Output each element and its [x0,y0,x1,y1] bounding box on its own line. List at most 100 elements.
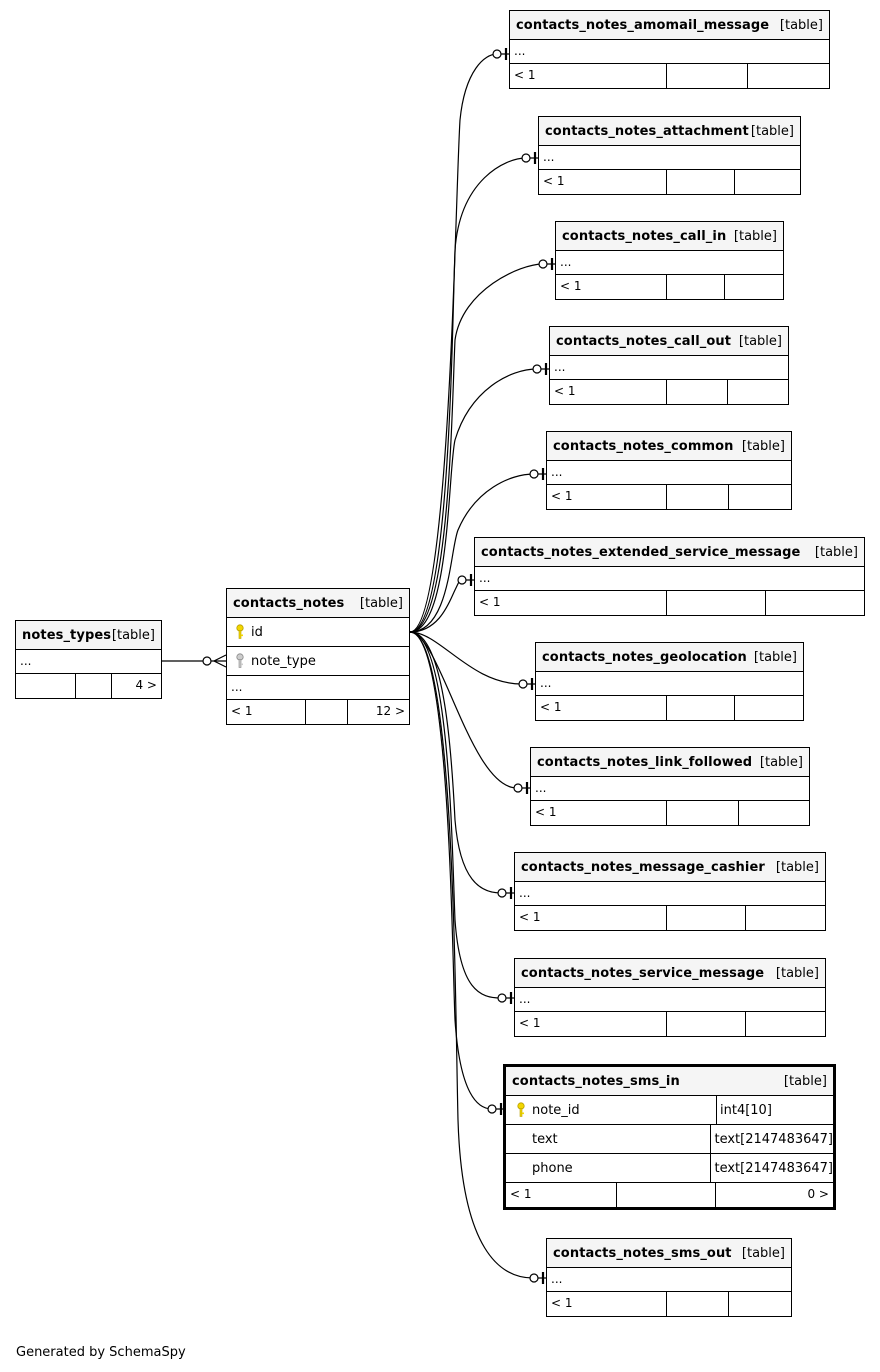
relation-line-service-message [409,631,514,999]
table-name: notes_types [22,627,112,643]
zero-marker [532,364,542,374]
parent-count: < 1 [227,700,306,724]
table-kind: [table] [783,1073,827,1089]
columns-collapsed: ... [510,40,829,64]
parent-count: < 1 [506,1183,617,1207]
table-name: contacts_notes_extended_service_message [481,544,801,560]
table-contacts-notes-common[interactable]: contacts_notes_common[table] ... < 1 [546,431,792,510]
child-count [728,380,788,404]
table-kind: [table] [759,754,803,770]
parent-count: < 1 [556,275,667,299]
table-name: contacts_notes_call_out [556,333,732,349]
columns-collapsed: ... [515,882,825,906]
crows-foot-marker [202,654,227,668]
parent-count: < 1 [515,906,667,930]
relation-line-extended [409,579,474,633]
zero-marker [529,469,539,479]
zero-marker [513,783,523,793]
parent-count: < 1 [547,1292,667,1316]
table-kind: [table] [741,438,785,454]
relation-line-call-in [409,263,555,633]
primary-key-icon [231,624,249,640]
table-kind: [table] [750,123,794,139]
table-contacts-notes-service-message[interactable]: contacts_notes_service_message[table] ..… [514,958,826,1037]
row-count [667,1012,746,1036]
child-count: 4 > [135,678,157,692]
table-name: contacts_notes_attachment [545,123,749,139]
table-contacts-notes-message-cashier[interactable]: contacts_notes_message_cashier[table] ..… [514,852,826,931]
child-count [748,64,829,88]
child-count [766,591,864,615]
zero-marker [529,1273,539,1283]
row-count [667,275,725,299]
table-name: contacts_notes_geolocation [542,649,747,665]
row-count [667,1292,729,1316]
columns-collapsed: ... [475,567,864,591]
column-name: id [251,624,263,640]
parent-count [16,674,76,698]
zero-marker [497,993,507,1003]
zero-marker [518,679,528,689]
table-contacts-notes-extended-service-message[interactable]: contacts_notes_extended_service_message[… [474,537,865,616]
child-count [735,170,800,194]
column-type: text[2147483647] [710,1154,833,1182]
child-count [746,906,825,930]
columns-collapsed: ... [531,777,809,801]
columns-collapsed: ... [536,672,803,696]
zero-or-one-markers [457,48,554,1284]
row-count [667,64,748,88]
child-count [725,275,783,299]
row-count [306,700,348,724]
parent-count: < 1 [475,591,667,615]
table-contacts-notes-link-followed[interactable]: contacts_notes_link_followed[table] ... … [530,747,810,826]
zero-marker [457,575,467,585]
columns-collapsed: ... [547,461,791,485]
columns-collapsed: ... [515,988,825,1012]
table-name: contacts_notes_call_in [562,228,727,244]
table-kind: [table] [738,333,782,349]
zero-marker [492,49,502,59]
table-contacts-notes-sms-in[interactable]: contacts_notes_sms_in[table] note_id int… [503,1064,836,1210]
row-count [667,380,728,404]
zero-marker [497,888,507,898]
zero-marker [538,259,548,269]
child-count [739,801,809,825]
column-name: note_type [251,653,316,669]
column-type: text[2147483647] [710,1125,833,1153]
table-contacts-notes-geolocation[interactable]: contacts_notes_geolocation[table] ... < … [535,642,804,721]
relation-line-amomail [409,53,509,633]
table-name: contacts_notes_sms_out [553,1245,732,1261]
table-name: contacts_notes_sms_in [512,1073,680,1089]
parent-count: < 1 [536,696,667,720]
table-contacts-notes-amomail-message[interactable]: contacts_notes_amomail_message[table] ..… [509,10,830,89]
relation-line-common [409,473,546,633]
table-contacts-notes-call-in[interactable]: contacts_notes_call_in[table] ... < 1 [555,221,784,300]
table-contacts-notes[interactable]: contacts_notes[table] id note_type ... <… [226,588,410,725]
primary-key-icon [512,1102,530,1118]
relation-line-call-out [409,368,549,633]
column-name: phone [532,1160,573,1176]
relation-line-sms-in [409,631,504,1110]
table-kind: [table] [111,627,155,643]
table-kind: [table] [733,228,777,244]
table-contacts-notes-sms-out[interactable]: contacts_notes_sms_out [table] ... < 1 [546,1238,792,1317]
parent-count: < 1 [515,1012,667,1036]
table-name: contacts_notes_amomail_message [516,17,770,33]
columns-collapsed: ... [550,356,788,380]
row-count [667,591,766,615]
table-contacts-notes-call-out[interactable]: contacts_notes_call_out[table] ... < 1 [549,326,789,405]
table-notes-types[interactable]: notes_types[table] ... 4 > [15,620,162,699]
child-count: 0 > [807,1187,829,1201]
parent-count: < 1 [531,801,667,825]
row-count [667,906,746,930]
table-kind: [table] [741,1245,785,1261]
row-count [667,485,729,509]
columns-collapsed: ... [547,1268,791,1292]
table-contacts-notes-attachment[interactable]: contacts_notes_attachment[table] ... < 1 [538,116,801,195]
row-count [617,1183,716,1207]
column-name: text [532,1131,558,1147]
child-count [729,1292,791,1316]
child-count: 12 > [375,704,405,718]
columns-collapsed: ... [227,676,409,700]
